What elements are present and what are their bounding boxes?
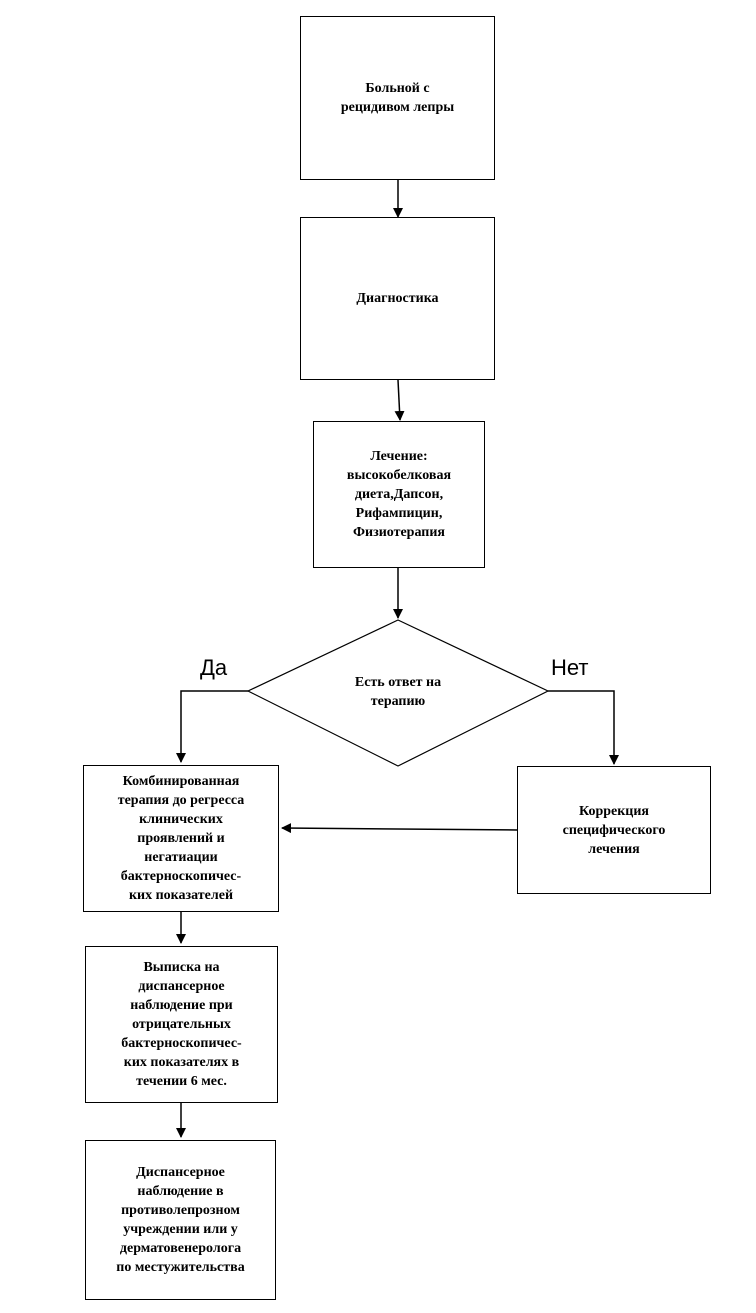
node-followup-label: Диспансерное наблюдение в противолепрозн… bbox=[116, 1165, 245, 1275]
node-combined-label: Комбинированная терапия до регресса клин… bbox=[117, 774, 245, 903]
branch-no-label: Нет bbox=[551, 655, 589, 680]
node-treatment-label: Лечение: высокобелковая диета,Дапсон, Ри… bbox=[346, 449, 452, 540]
node-diagnostics-label: Диагностика bbox=[356, 291, 439, 306]
branch-yes-label: Да bbox=[200, 655, 228, 680]
node-combined: Комбинированная терапия до регресса клин… bbox=[83, 765, 279, 912]
node-patient: Больной с рецидивом лепры bbox=[300, 16, 495, 180]
node-correction-label: Коррекция специфического лечения bbox=[562, 803, 666, 857]
node-discharge-label: Выписка на диспансерное наблюдение при о… bbox=[121, 960, 242, 1089]
node-diagnostics: Диагностика bbox=[300, 217, 495, 380]
decision-diamond bbox=[246, 619, 550, 767]
arrow-correction-to-combined bbox=[281, 823, 518, 834]
arrow-no-branch bbox=[548, 690, 619, 765]
node-discharge: Выписка на диспансерное наблюдение при о… bbox=[85, 946, 278, 1103]
node-followup: Диспансерное наблюдение в противолепрозн… bbox=[85, 1140, 276, 1300]
node-treatment: Лечение: высокобелковая диета,Дапсон, Ри… bbox=[313, 421, 485, 568]
node-patient-label: Больной с рецидивом лепры bbox=[340, 81, 455, 115]
node-correction: Коррекция специфического лечения bbox=[517, 766, 711, 894]
node-decision-label: Есть ответ на терапию bbox=[354, 675, 442, 709]
arrow-diagnostics-to-treatment bbox=[394, 379, 405, 421]
arrow-yes-branch bbox=[176, 690, 248, 763]
